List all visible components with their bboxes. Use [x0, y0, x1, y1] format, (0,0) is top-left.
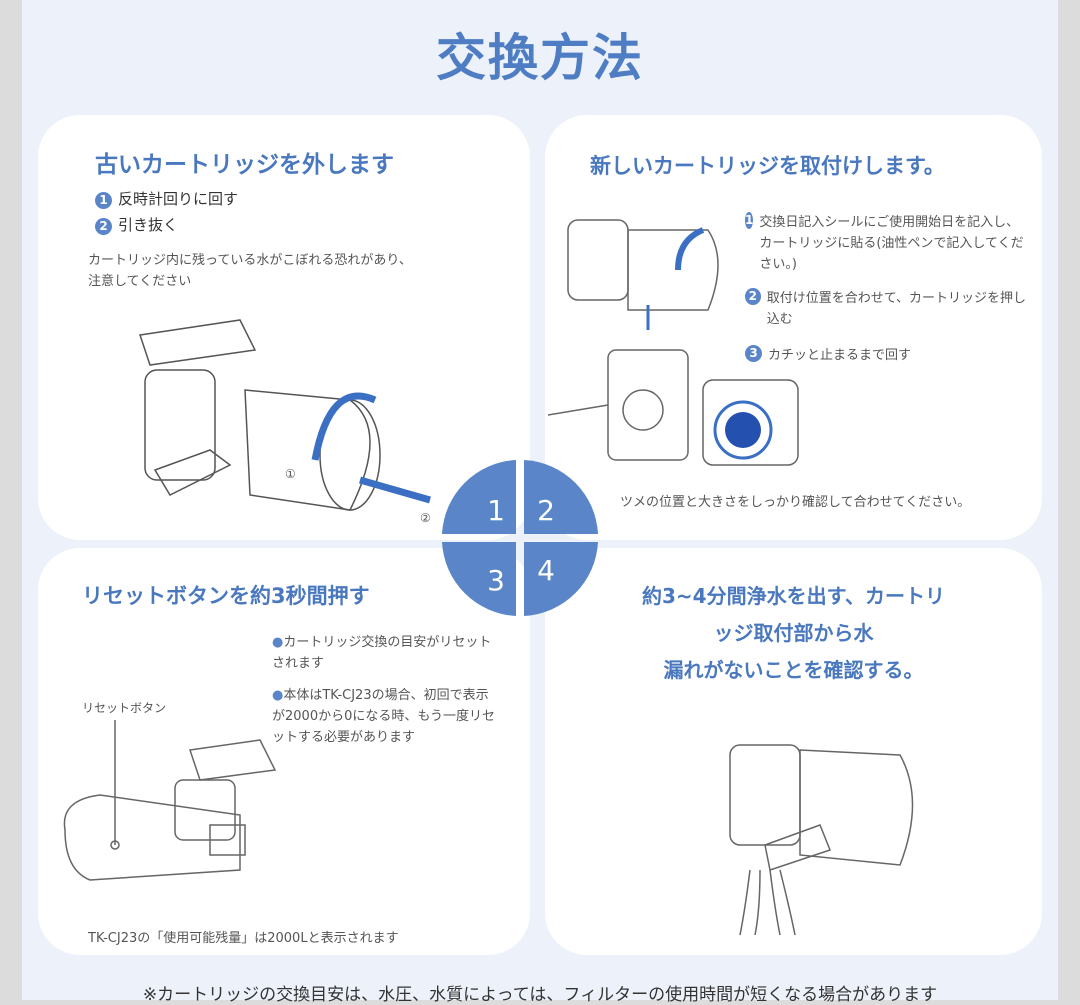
step4-heading-line: 漏れがないことを確認する。 [663, 658, 924, 682]
step1-card [38, 115, 530, 540]
step-number: 1 [487, 494, 505, 527]
page-title: 交換方法 [436, 29, 644, 87]
faucet-water-illustration [729, 744, 914, 936]
faucet-remove-illustration: ① ② [139, 319, 431, 525]
step4-heading-line: ッジ取付部から水 [713, 621, 874, 645]
step2-card [545, 115, 1042, 540]
step3-heading: リセットボタンを約3秒間押す [82, 584, 370, 608]
step-number-circle: 1 2 3 4 [442, 460, 598, 616]
step1-note: カートリッジ内に残っている水がこぼれる恐れがあり、注意してください [88, 253, 412, 289]
step1-mark: ② [420, 511, 431, 525]
step3-bullet: ●カートリッジ交換の目安がリセットされます [272, 635, 492, 671]
step2-heading: 新しいカートリッジを取付けします。 [590, 154, 945, 178]
step4-card [545, 548, 1042, 955]
step-number: 3 [487, 564, 505, 597]
step4-heading: 約3~4分間浄水を出す、カートリ ッジ取付部から水 漏れがないことを確認する。 [545, 578, 1042, 689]
step1-mark: ① [285, 467, 296, 481]
step2-item-text: 取付け位置を合わせて、カートリッジを押し込む [766, 291, 1027, 327]
step-number: 2 [537, 494, 555, 527]
step-quadrant-4 [524, 542, 598, 616]
step1-item-text: 反時計回りに回す [118, 190, 239, 208]
step-quadrant-3 [442, 542, 516, 616]
step3-bullet: ●本体はTK-CJ23の場合、初回で表示が2000から0になる時、もう一度リセッ… [272, 688, 495, 745]
faucet-install-illustration [548, 219, 799, 466]
step3-card [38, 548, 530, 955]
step2-item-text: カチッと止まるまで回す [768, 348, 912, 363]
faucet-reset-illustration [63, 720, 277, 881]
footnote: ※カートリッジの交換目安は、水圧、水質によっては、フィルターの使用時間が短くなる… [142, 985, 938, 1005]
step2-note: ツメの位置と大きさをしっかり確認して合わせてください。 [620, 495, 971, 510]
step1-item-text: 引き抜く [118, 216, 179, 234]
step-number: 4 [537, 554, 555, 587]
step3-bullet-text: カートリッジ交換の目安がリセットされます [272, 635, 492, 671]
step4-heading-line: 約3~4分間浄水を出す、カートリ [642, 584, 945, 608]
step3-bullet-text: 本体はTK-CJ23の場合、初回で表示が2000から0になる時、もう一度リセット… [272, 688, 495, 745]
step-quadrant-2 [524, 460, 598, 534]
step2-item-text: 交換日記入シールにご使用開始日を記入し、カートリッジに貼る(油性ペンで記入してく… [759, 215, 1024, 272]
reset-button-label: リセットボタン [82, 701, 167, 715]
step-quadrant-1 [442, 460, 516, 534]
step1-heading: 古いカートリッジを外します [95, 152, 394, 178]
step3-note: TK-CJ23の「使用可能残量」は2000Lと表示されます [88, 931, 399, 946]
